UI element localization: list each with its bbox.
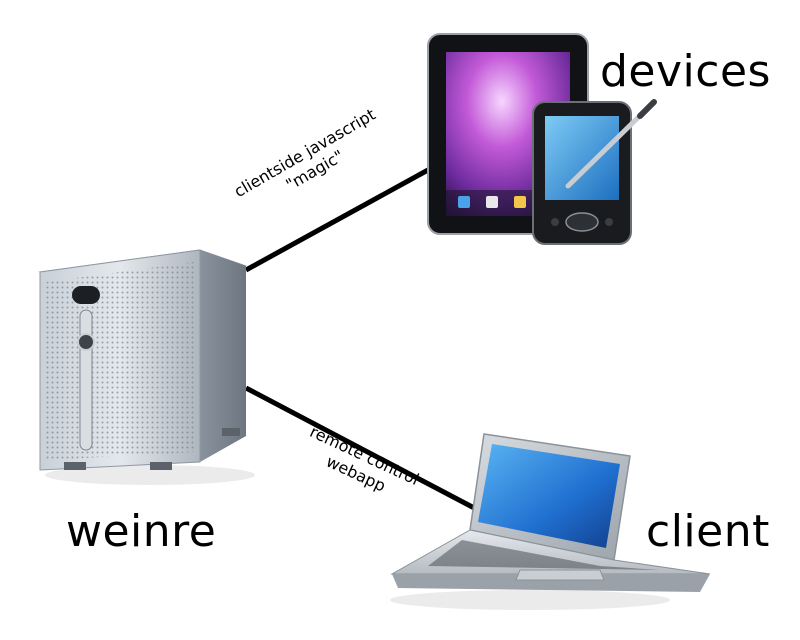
weinre-label: weinre — [66, 506, 217, 557]
laptop-icon — [390, 433, 711, 610]
devices-label: devices — [600, 46, 771, 97]
connection-line-client — [244, 385, 480, 513]
connection-line-devices — [244, 167, 430, 273]
client-label: client — [646, 506, 770, 557]
pda-stylus-icon — [532, 99, 657, 245]
server-tower-icon — [38, 249, 255, 485]
